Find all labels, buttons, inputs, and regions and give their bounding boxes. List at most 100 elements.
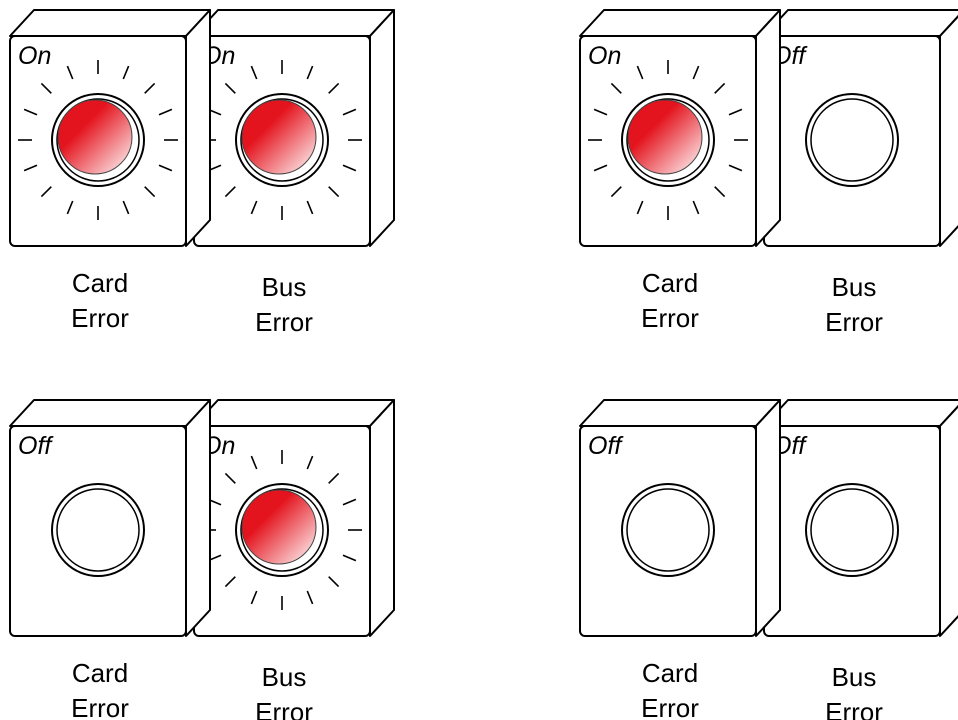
lamp-inner-ring (626, 98, 710, 182)
indicator-label-line2: Error (71, 303, 129, 333)
ray-line (610, 82, 622, 94)
lamp-inner-ring (626, 488, 710, 572)
ray-line (250, 590, 258, 605)
indicator-label-line1: Card (642, 268, 698, 298)
ray-line (158, 164, 173, 172)
lamp-inner-ring (240, 98, 324, 182)
ray-line (728, 164, 743, 172)
lamp-on-icon (202, 450, 362, 610)
indicator-label-line1: Bus (262, 272, 307, 302)
lamp-ring (621, 483, 715, 577)
lamp-on-icon (18, 60, 178, 220)
state-label: On (588, 42, 621, 70)
box-side-face (185, 9, 211, 247)
ray-line (66, 65, 74, 80)
ray-line (23, 108, 38, 116)
lamp-off-icon (51, 483, 145, 577)
lamp-glow (627, 99, 703, 175)
box-top-face (579, 399, 781, 427)
lamp-ring (51, 483, 145, 577)
box-top-face (193, 399, 395, 427)
indicator-box: Off (9, 399, 211, 637)
ray-line (610, 186, 622, 198)
box-top-face (9, 9, 211, 37)
indicator-label-line2: Error (825, 697, 883, 720)
ray-line (122, 65, 130, 80)
box-side-face (755, 399, 781, 637)
ray-line (636, 200, 644, 215)
lamp-on-icon (202, 60, 362, 220)
box-side-face (939, 15, 958, 247)
ray-line (306, 65, 314, 80)
box-top-face (193, 9, 395, 37)
ray-line (144, 186, 156, 198)
ray-line (692, 200, 700, 215)
indicator-label-line1: Bus (832, 662, 877, 692)
box-side-face (755, 9, 781, 247)
box-side-face (369, 399, 395, 637)
ray-line (714, 82, 726, 94)
lamp-inner-ring (240, 488, 324, 572)
ray-line (122, 200, 130, 215)
ray-line (342, 108, 357, 116)
ray-line (728, 108, 743, 116)
ray-line (306, 455, 314, 470)
ray-line (40, 82, 52, 94)
ray-line (23, 164, 38, 172)
lamp-on-icon (588, 60, 748, 220)
box-top-face (763, 9, 958, 37)
indicator-box: Off (763, 399, 958, 637)
lamp-glow (57, 99, 133, 175)
ray-line (224, 576, 236, 588)
ray-line (328, 82, 340, 94)
box-top-face (9, 399, 211, 427)
indicator-box: On (193, 9, 395, 247)
ray-line (328, 472, 340, 484)
box-side-face (185, 399, 211, 637)
state-label: On (18, 42, 51, 70)
indicator-box: On (193, 399, 395, 637)
box-side-face (369, 9, 395, 247)
ray-line (224, 186, 236, 198)
indicator-box: On (579, 9, 781, 247)
ray-line (158, 108, 173, 116)
indicator-label-line2: Error (255, 697, 313, 720)
indicator-box: Off (579, 399, 781, 637)
lamp-inner-ring (56, 98, 140, 182)
indicator-label-line1: Card (72, 268, 128, 298)
indicator-label-line2: Error (641, 303, 699, 333)
lamp-inner-ring (810, 488, 894, 572)
ray-line (692, 65, 700, 80)
lamp-inner-ring (56, 488, 140, 572)
ray-line (636, 65, 644, 80)
ray-line (328, 186, 340, 198)
ray-line (224, 82, 236, 94)
state-label: Off (588, 432, 624, 460)
ray-line (593, 108, 608, 116)
lamp-ring (805, 93, 899, 187)
ray-line (593, 164, 608, 172)
indicator-box: Off (763, 9, 958, 247)
lamp-off-icon (805, 483, 899, 577)
ray-line (144, 82, 156, 94)
lamp-off-icon (621, 483, 715, 577)
indicator-label-line1: Card (72, 658, 128, 688)
ray-line (342, 554, 357, 562)
box-top-face (763, 399, 958, 427)
ray-line (40, 186, 52, 198)
indicator-label-line2: Error (255, 307, 313, 337)
ray-line (66, 200, 74, 215)
indicator-label-line1: Bus (832, 272, 877, 302)
indicator-box: On (9, 9, 211, 247)
indicator-label-line2: Error (825, 307, 883, 337)
indicator-label-line1: Card (642, 658, 698, 688)
ray-line (306, 590, 314, 605)
ray-line (342, 498, 357, 506)
indicator-label-line2: Error (71, 693, 129, 720)
lamp-glow (241, 99, 317, 175)
